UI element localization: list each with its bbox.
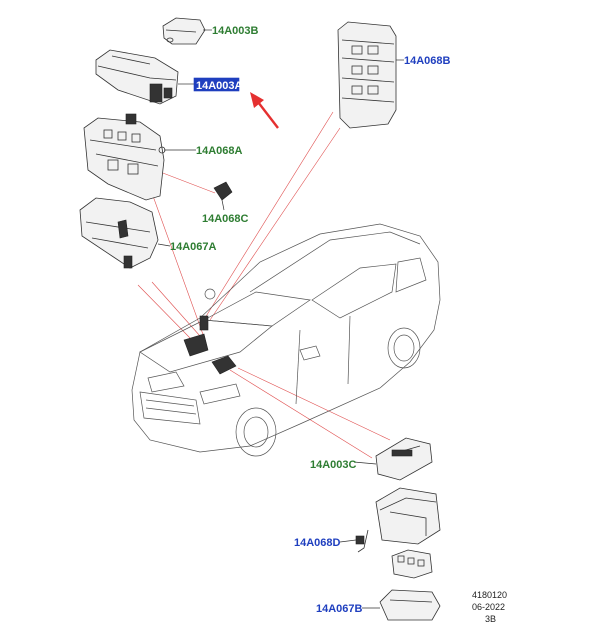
- connector-14a068c[interactable]: [213, 181, 233, 201]
- leader-lines: [137, 111, 391, 459]
- diagram-date: 06-2022: [472, 602, 505, 612]
- diagram-revision: 3B: [485, 614, 496, 624]
- diagram-code: 4180120: [472, 590, 507, 600]
- label-14a003a[interactable]: 14A003A: [196, 80, 243, 92]
- label-14a067a[interactable]: 14A067A: [170, 241, 217, 253]
- label-14a068d[interactable]: 14A068D: [294, 537, 341, 549]
- module-14a003c[interactable]: [375, 437, 433, 481]
- label-leaders: [157, 29, 404, 609]
- red-arrow-icon: [250, 92, 279, 129]
- relay-cluster: [391, 549, 433, 579]
- label-14a003b[interactable]: 14A003B: [212, 25, 259, 37]
- label-14a068b[interactable]: 14A068B: [404, 55, 451, 67]
- label-14a067b[interactable]: 14A067B: [316, 603, 363, 615]
- module-14a003a[interactable]: [95, 49, 179, 105]
- label-14a003c[interactable]: 14A003C: [310, 459, 357, 471]
- module-14a068b[interactable]: [337, 21, 397, 129]
- label-14a003a-highlight[interactable]: 14A003A: [193, 77, 243, 92]
- box-14a068d[interactable]: [355, 487, 441, 553]
- vehicle-outline: [131, 223, 441, 457]
- label-14a068a[interactable]: 14A068A: [196, 145, 243, 157]
- fusebox-14a068a[interactable]: [83, 113, 166, 201]
- label-14a068c[interactable]: 14A068C: [202, 213, 249, 225]
- module-14a003b[interactable]: [162, 17, 206, 45]
- bracket-14a067a[interactable]: [79, 197, 159, 269]
- tray-14a067b[interactable]: [379, 589, 441, 621]
